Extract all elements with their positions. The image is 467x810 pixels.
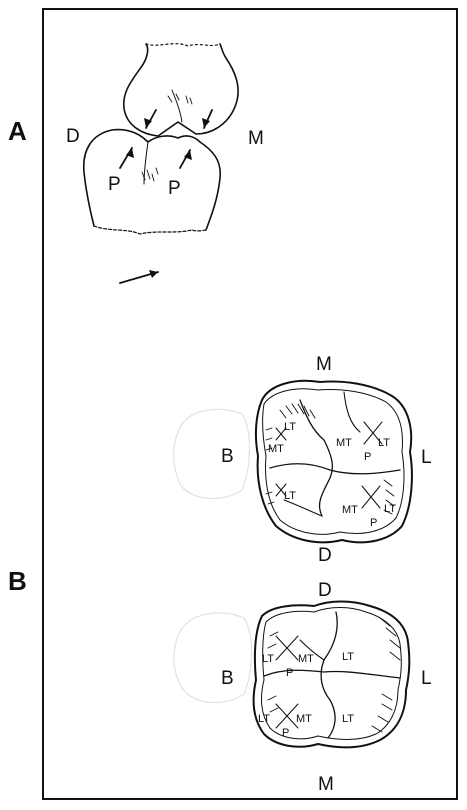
upper-cusp-label: LT (384, 503, 396, 515)
upper-cusp-label: LT (378, 437, 390, 449)
upper-molar-outline (256, 381, 412, 543)
upper-cusp-label: LT (284, 421, 296, 433)
lower-cusp-label: LT (342, 651, 354, 663)
lower-cusp-label: LT (258, 713, 270, 725)
upper-cusp-label: MT (336, 437, 352, 449)
lower-cusp-label: LT (342, 713, 354, 725)
upper-cusp-label: MT (342, 504, 358, 516)
upper-cusp-label: P (370, 517, 377, 529)
lower-cusp-label: P (286, 667, 293, 679)
lower-molar-cusp-labels: LT MT P LT LT MT P LT (258, 651, 354, 739)
lower-cusp-label: MT (296, 713, 312, 725)
upper-molar-cusp-labels: LT MT MT LT P LT MT LT P (268, 421, 396, 529)
upper-cusp-label: MT (268, 443, 284, 455)
panel-a-lower-tooth (84, 130, 221, 234)
upper-cusp-label: P (364, 451, 371, 463)
panel-a-upper-tooth (124, 44, 238, 136)
lower-cusp-label: MT (298, 653, 314, 665)
upper-cusp-label: LT (284, 490, 296, 502)
lower-molar-outline (254, 602, 410, 748)
lower-cusp-label: P (282, 727, 289, 739)
lower-cusp-label: LT (262, 653, 274, 665)
ghost-outlines (174, 409, 252, 702)
